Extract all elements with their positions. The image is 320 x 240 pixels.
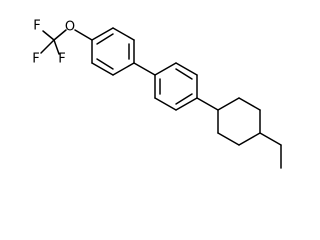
- ring-b-bond: [154, 62, 177, 76]
- fluorine-atom-label-bottom: F: [58, 52, 65, 67]
- carbon-fluorine-bond: [42, 30, 55, 41]
- biaryl-bond: [133, 62, 156, 76]
- aryl-cyclohexyl-bond: [196, 97, 219, 111]
- carbon-fluorine-bond: [53, 39, 60, 55]
- ring-b-double-bond: [175, 68, 193, 80]
- ring-b-bond: [175, 62, 198, 76]
- fluorine-atom-label-top: F: [33, 19, 40, 34]
- ring-c-bond: [217, 132, 240, 146]
- ring-a-double-bond: [96, 33, 114, 45]
- ring-a-bond: [112, 62, 135, 76]
- ring-b-double-bond: [175, 93, 193, 105]
- oxygen-carbon-bond: [53, 29, 67, 41]
- ring-a-bond: [91, 27, 114, 41]
- trifluoromethoxy-group: [40, 29, 93, 55]
- carbon-fluorine-bond: [40, 39, 55, 54]
- oxygen-atom-label: O: [65, 20, 75, 35]
- structure-canvas: O F F F: [32, 18, 282, 169]
- ring-b-phenyl: [154, 62, 198, 111]
- fluorine-atom-label-left: F: [32, 52, 39, 67]
- ring-b-bond: [154, 97, 177, 111]
- ring-c-bond: [238, 97, 261, 111]
- ring-a-bond: [112, 27, 135, 41]
- ring-a-double-bond: [96, 58, 114, 70]
- ethyl-bond: [259, 132, 282, 146]
- ring-a-phenyl: [91, 27, 135, 76]
- ring-c-bond: [217, 97, 240, 111]
- ring-b-bond: [175, 97, 198, 111]
- ethyl-group: [259, 132, 282, 169]
- ring-c-cyclohexane: [217, 97, 261, 146]
- ring-a-bond: [91, 62, 114, 76]
- molecule-structure: O F F F: [32, 19, 282, 169]
- ring-c-bond: [238, 132, 261, 146]
- aryl-oxygen-bond: [74, 29, 93, 41]
